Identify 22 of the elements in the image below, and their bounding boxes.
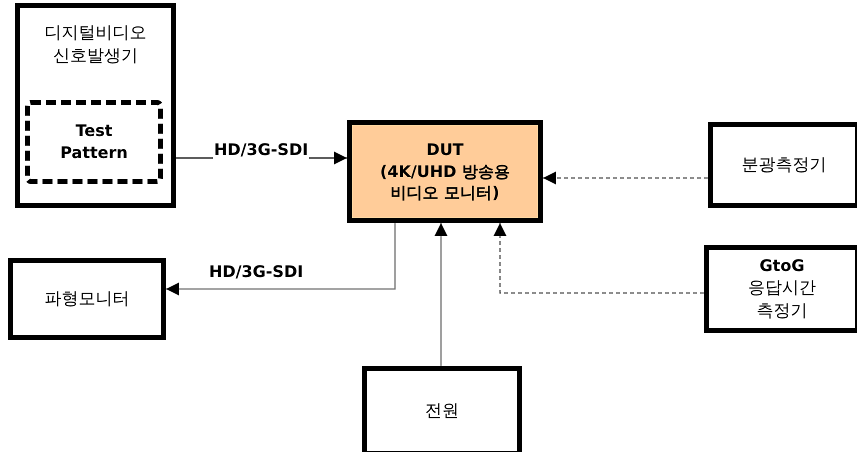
node-title: 디지털비디오 신호발생기 bbox=[44, 22, 148, 68]
node-title: Test Pattern bbox=[59, 120, 129, 164]
node-title: 파형모니터 bbox=[44, 288, 130, 310]
node-title: 전원 bbox=[425, 400, 459, 422]
arrow bbox=[543, 172, 708, 184]
arrow bbox=[494, 223, 704, 294]
equipment-box bbox=[15, 3, 176, 208]
device-box bbox=[347, 120, 543, 223]
node-title: 분광측정기 bbox=[742, 154, 826, 176]
node-title: DUT bbox=[426, 139, 464, 161]
arrow bbox=[166, 223, 396, 296]
equipment-box bbox=[708, 122, 857, 208]
equipment-box bbox=[362, 366, 522, 452]
equipment-box bbox=[8, 258, 166, 340]
edge-label: HD/3G-SDI bbox=[213, 140, 310, 159]
node-subtitle: (4K/UHD 방송용 비디오 모니터) bbox=[379, 160, 511, 204]
arrow bbox=[434, 223, 448, 366]
node-title: GtoG bbox=[760, 255, 804, 277]
edge-label: HD/3G-SDI bbox=[208, 262, 304, 281]
node-subtitle: 응답시간 측정기 bbox=[747, 276, 817, 323]
inner-box bbox=[25, 100, 163, 184]
equipment-box bbox=[704, 245, 857, 333]
